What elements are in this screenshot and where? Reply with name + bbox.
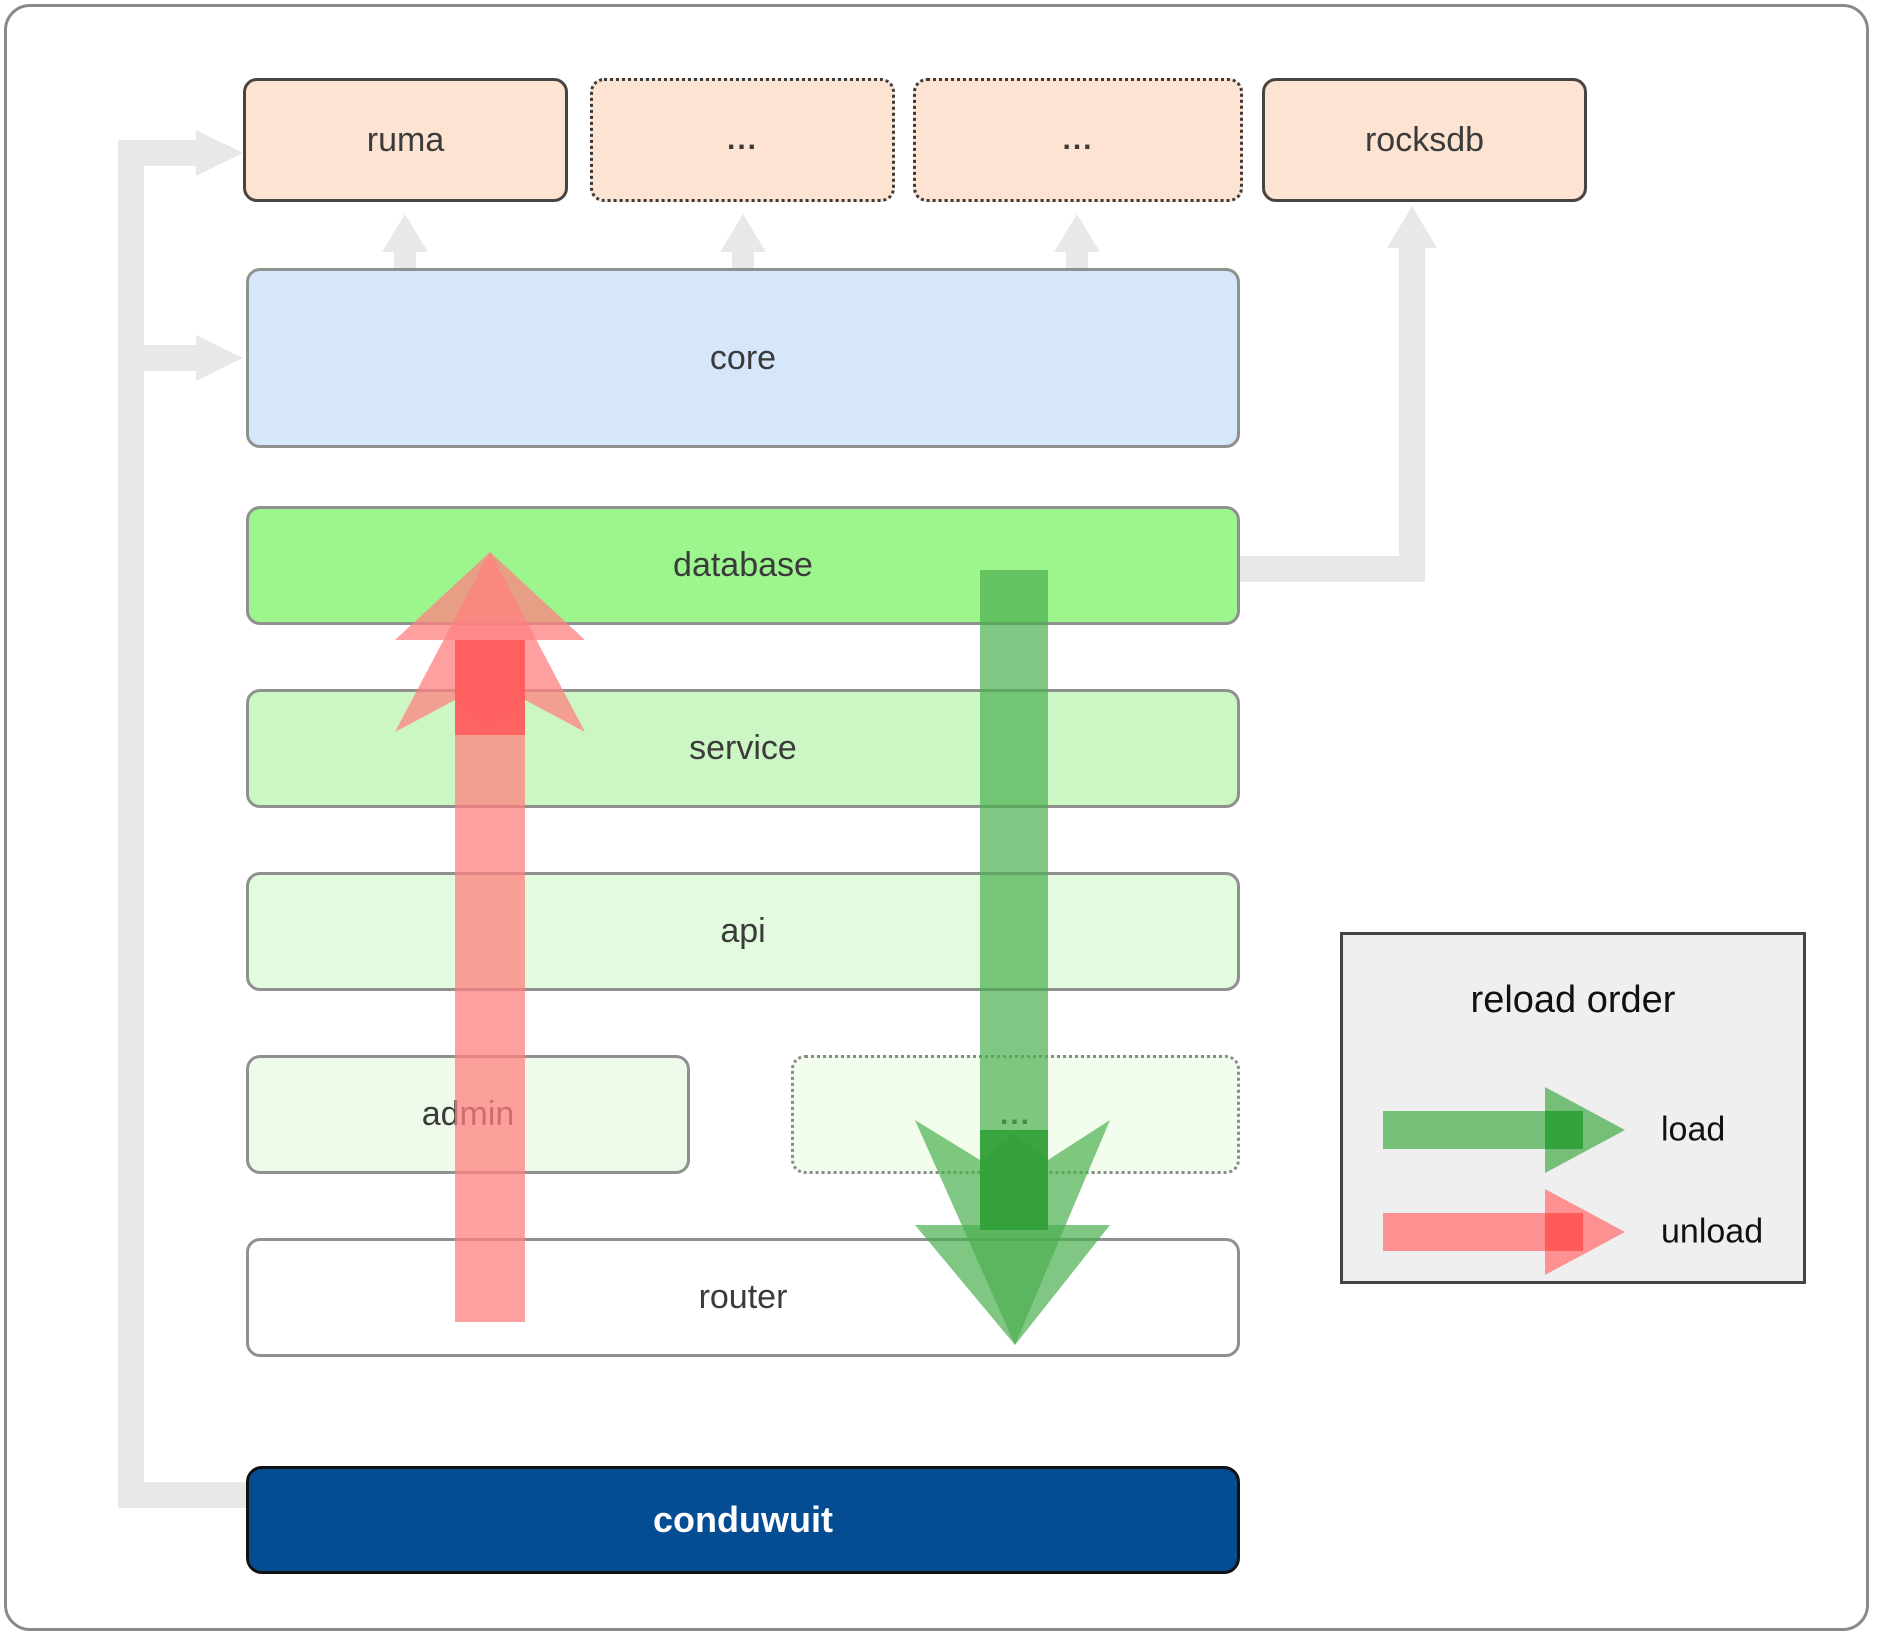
node-core-label: core [709,338,777,377]
node-rocksdb-label: rocksdb [1364,120,1485,159]
node-ruma[interactable]: ruma [243,78,568,202]
node-ruma-label: ruma [366,120,445,159]
legend-title: reload order [1470,979,1676,1021]
node-conduwuit[interactable]: conduwuit [246,1466,1240,1574]
node-service-label: service [689,729,797,767]
node-dependency-more-1[interactable]: ... [590,78,895,202]
unload-arrow-icon [1383,1189,1625,1275]
legend-reload-order: reload order load unload [1340,932,1806,1284]
node-dependency-more-1-label: ... [726,123,758,156]
node-database[interactable]: database [246,506,1240,625]
node-api-label: api [720,912,766,950]
node-api[interactable]: api [246,872,1240,991]
node-dependency-more-2[interactable]: ... [913,78,1243,202]
node-conduwuit-label: conduwuit [653,1499,833,1540]
node-database-label: database [673,546,813,584]
legend-label-load: load [1661,1110,1726,1149]
node-dependency-more-2-label: ... [1062,123,1094,156]
load-arrow-icon [1383,1087,1625,1173]
legend-row-unload: unload [1343,1187,1803,1277]
legend-label-unload: unload [1661,1212,1764,1251]
node-core[interactable]: core [246,268,1240,448]
node-router-label: router [698,1278,788,1316]
node-rocksdb[interactable]: rocksdb [1262,78,1587,202]
legend-row-load: load [1343,1085,1803,1175]
